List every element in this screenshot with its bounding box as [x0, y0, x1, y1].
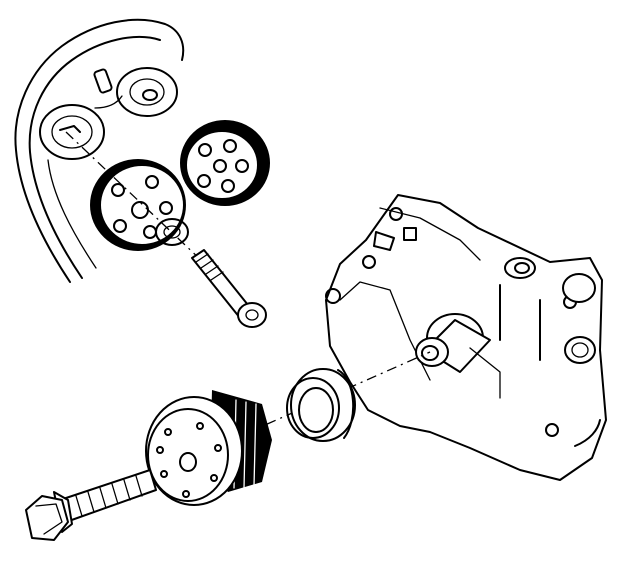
sprocket-washer	[155, 218, 189, 246]
oil-pump-housing	[325, 194, 607, 481]
crankshaft-bolt	[25, 469, 157, 541]
camshaft-sprocket-exhaust	[90, 159, 186, 251]
camshaft-sprocket-intake	[180, 120, 270, 206]
crankshaft-sprocket	[145, 390, 272, 506]
sprocket-bolt	[191, 249, 267, 328]
front-seal	[286, 368, 356, 442]
timing-belt-cover	[14, 18, 185, 283]
